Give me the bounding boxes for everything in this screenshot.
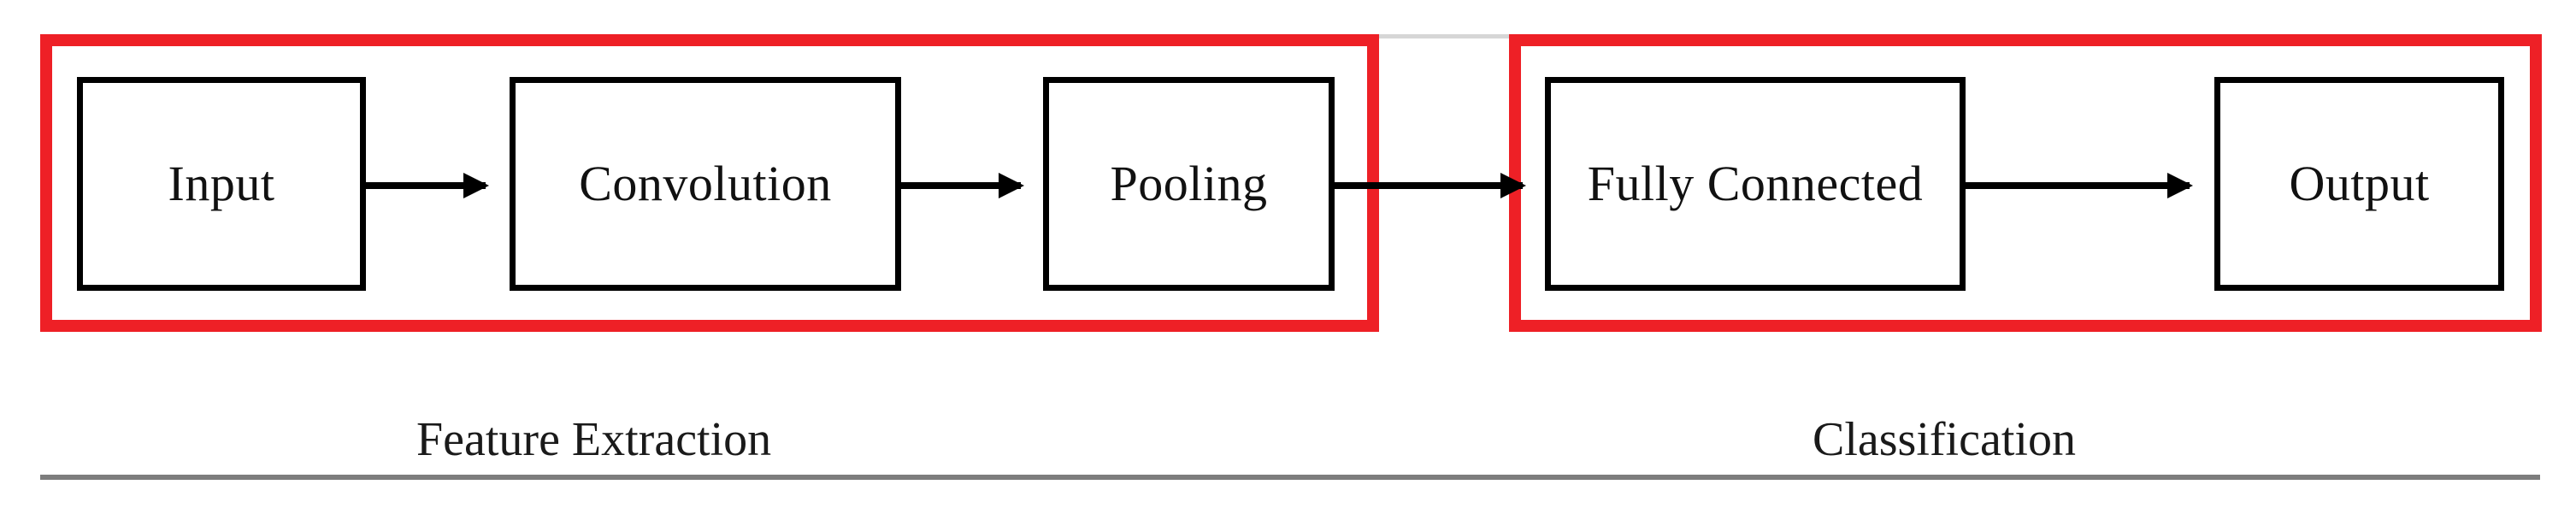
arrow-pooling-to-fully-connected — [1335, 182, 1523, 189]
caption-feature-extraction: Feature Extraction — [416, 413, 772, 466]
bottom-divider-rule — [40, 475, 2540, 480]
node-pooling: Pooling — [1043, 77, 1335, 291]
node-fully-connected-label: Fully Connected — [1587, 156, 1924, 211]
arrow-convolution-to-pooling — [901, 182, 1021, 189]
node-output: Output — [2214, 77, 2504, 291]
node-fully-connected: Fully Connected — [1545, 77, 1966, 291]
group-box-feature-extraction — [40, 34, 1379, 332]
node-convolution: Convolution — [510, 77, 901, 291]
node-convolution-label: Convolution — [579, 156, 832, 211]
node-output-label: Output — [2289, 156, 2430, 211]
node-input-label: Input — [168, 156, 275, 211]
arrow-fully-connected-to-output — [1966, 182, 2190, 189]
caption-classification: Classification — [1813, 413, 2076, 466]
node-pooling-label: Pooling — [1110, 156, 1268, 211]
node-input: Input — [77, 77, 366, 291]
group-box-classification — [1509, 34, 2542, 332]
arrow-input-to-convolution — [366, 182, 486, 189]
